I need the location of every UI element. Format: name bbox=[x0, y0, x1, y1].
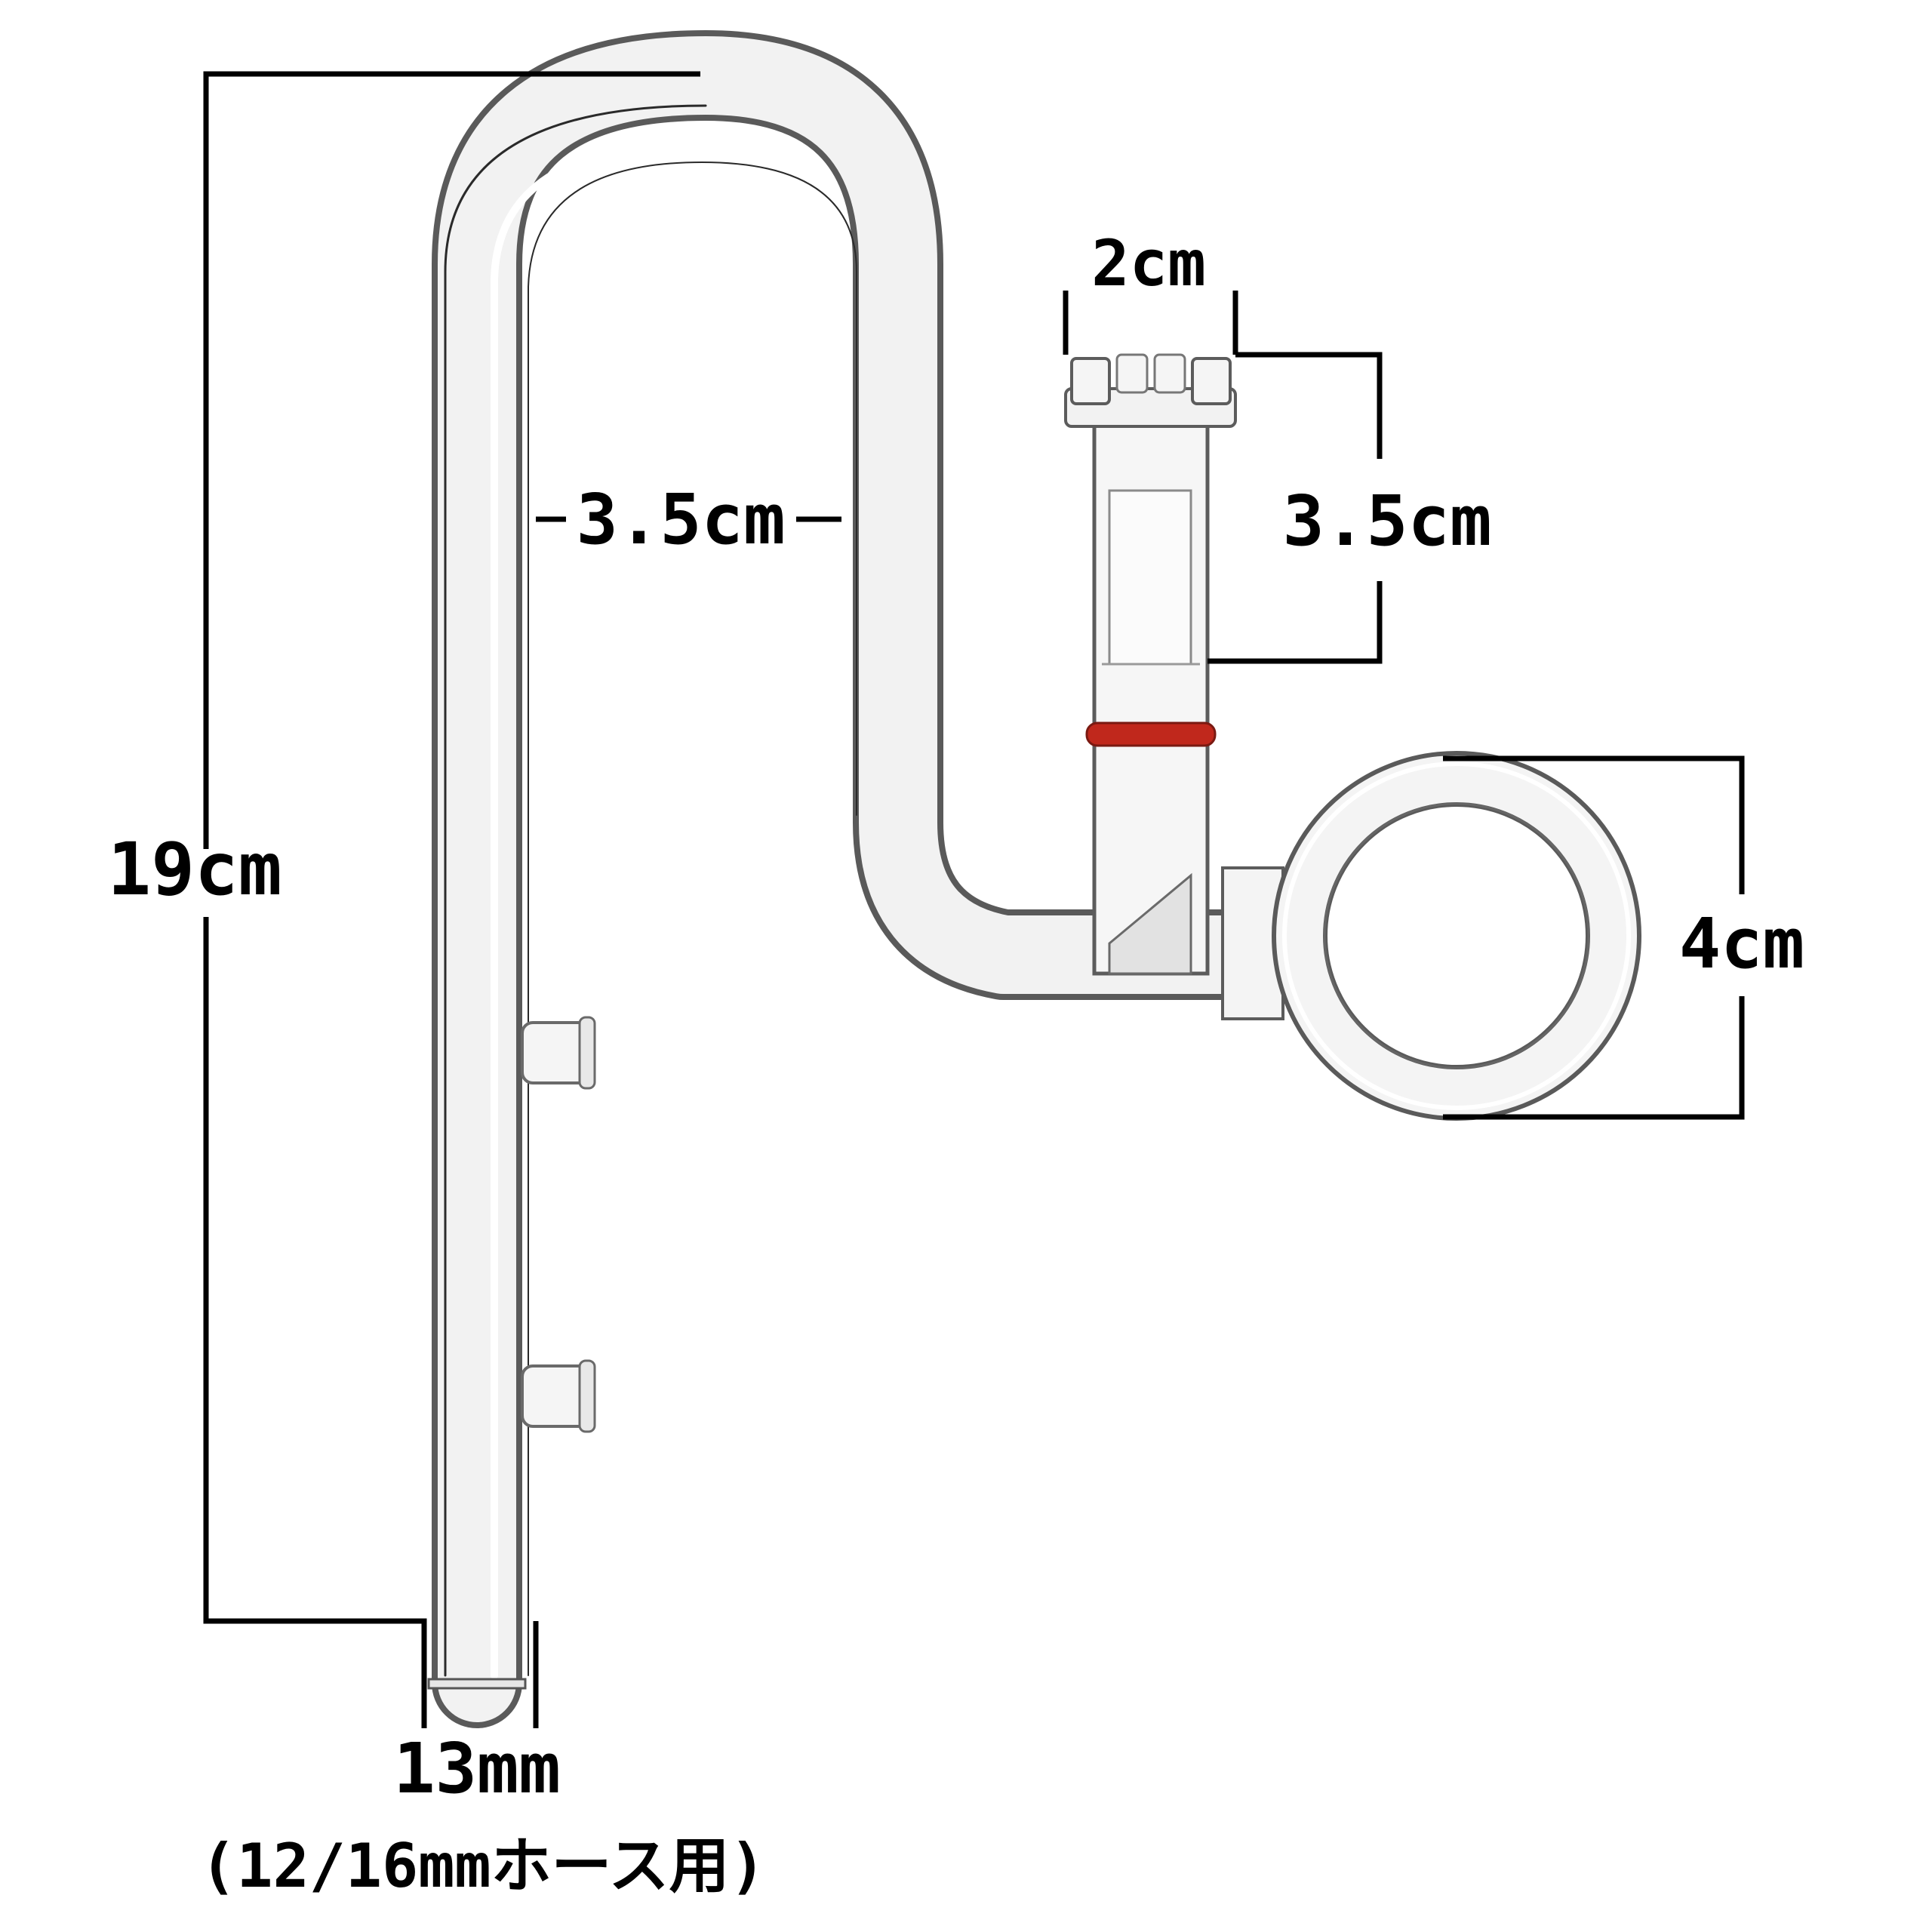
height-bracket-lower bbox=[203, 917, 427, 1728]
main-tube bbox=[432, 30, 1321, 1728]
suction-holder-lower bbox=[521, 1359, 596, 1433]
bend-width-label: 3.5cm bbox=[577, 479, 786, 560]
height-bracket bbox=[203, 71, 700, 849]
tube-end bbox=[427, 1678, 527, 1690]
total-height-label: 19cm bbox=[107, 827, 281, 912]
inlet-cap bbox=[1064, 353, 1237, 428]
vertical-inlet bbox=[1092, 420, 1210, 976]
dimension-labels: 19cm 3.5cm 2cm 3.5cm 4cm 13mm (12/16mmホー… bbox=[107, 226, 1804, 1901]
dimension-lines bbox=[203, 71, 1745, 1728]
ring-diameter-label: 4cm bbox=[1679, 903, 1804, 984]
top-height-bracket-lower bbox=[1208, 581, 1383, 664]
ring bbox=[1272, 751, 1641, 1121]
ring-bracket-lower bbox=[1443, 996, 1745, 1120]
hose-note-label: (12/16mmホース用) bbox=[200, 1831, 765, 1901]
pipe-diameter-label: 13mm bbox=[393, 1728, 561, 1809]
o-ring bbox=[1085, 721, 1217, 747]
suction-holder-upper bbox=[521, 1016, 596, 1090]
top-width-label: 2cm bbox=[1091, 226, 1206, 300]
ring-bracket-upper bbox=[1443, 755, 1745, 894]
glass-pipe-illustration bbox=[427, 30, 1641, 1728]
top-height-label: 3.5cm bbox=[1283, 481, 1492, 561]
top-height-bracket-upper bbox=[1235, 352, 1383, 459]
